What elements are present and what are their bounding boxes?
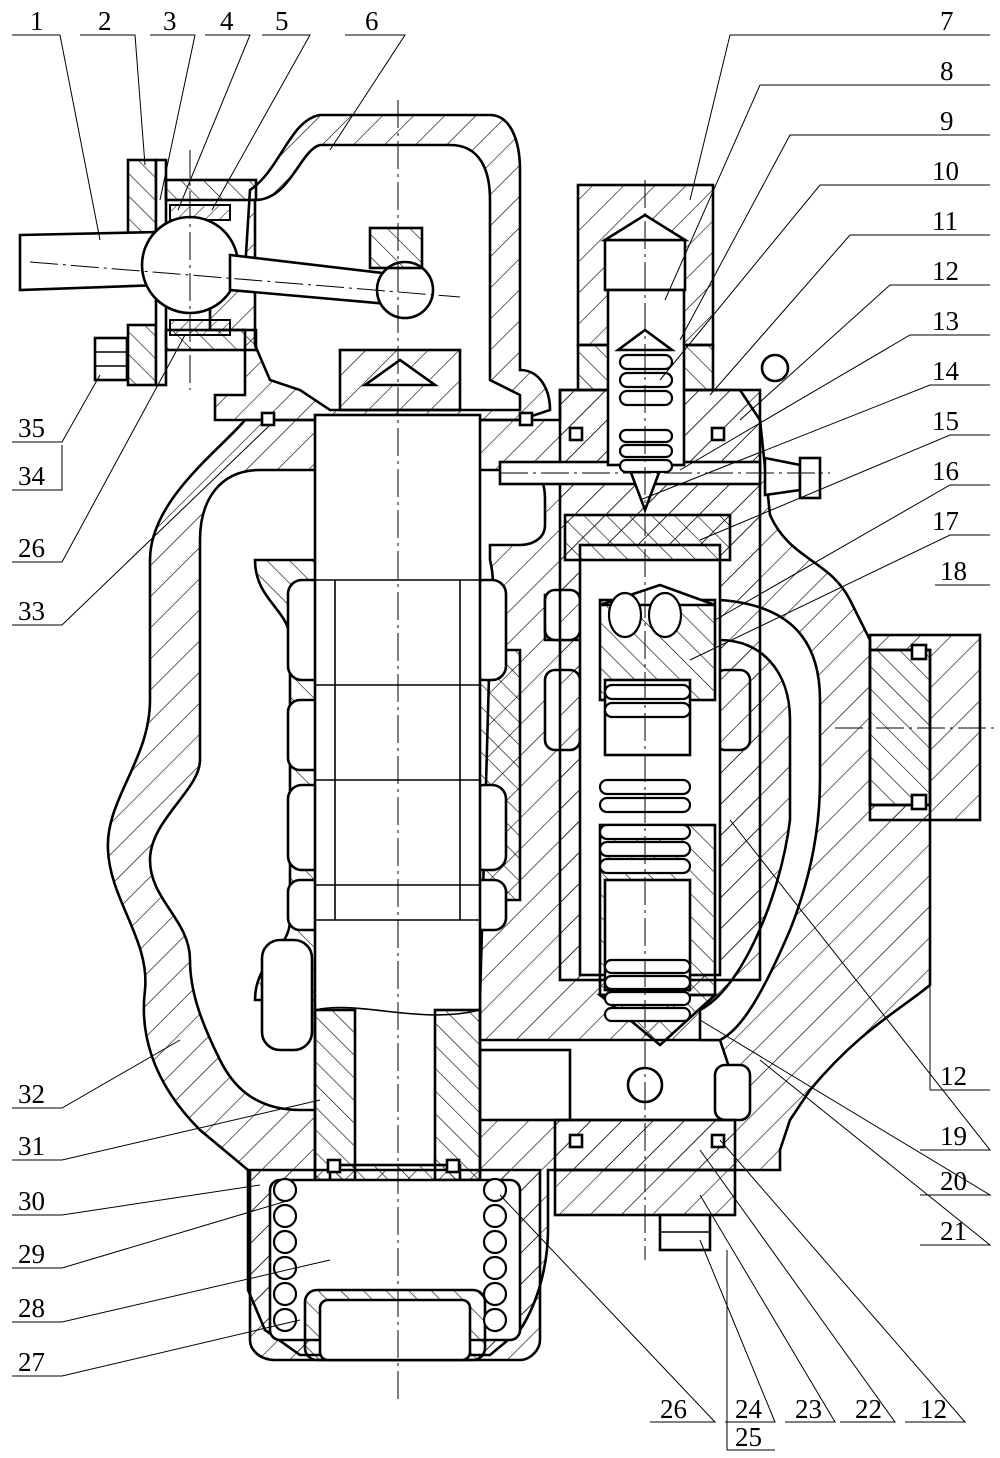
callout-34: 34 [18, 461, 46, 491]
callout-23: 23 [795, 1394, 822, 1424]
callout-16: 16 [932, 456, 959, 486]
callout-15: 15 [932, 406, 959, 436]
callout-27: 27 [18, 1347, 45, 1377]
lower-spring-coil [272, 1203, 298, 1229]
pilot-upper-spring-coil [618, 389, 674, 407]
callout-31: 31 [18, 1131, 45, 1161]
piston-lower-spring-coil [603, 990, 692, 1007]
lower-spring-coil [272, 1229, 298, 1255]
check-ball [647, 591, 683, 639]
pilot-upper-spring-coil [618, 443, 674, 459]
callout-9: 9 [940, 106, 954, 136]
callout-7: 7 [940, 6, 954, 36]
lower-spring-coil [272, 1255, 298, 1281]
lower-spring-coil [482, 1203, 508, 1229]
callout-21: 21 [940, 1216, 967, 1246]
callout-22: 22 [855, 1394, 882, 1424]
piston-lower-spring-coil [603, 1006, 692, 1023]
callout-26a: 26 [18, 533, 45, 563]
lower-spring-coil [482, 1229, 508, 1255]
pilot-upper-spring-coil [618, 428, 674, 444]
callout-18: 18 [940, 556, 967, 586]
callout-17: 17 [932, 506, 959, 536]
leader-lines [12, 34, 992, 1451]
piston-upper-spring-coil [603, 701, 692, 719]
callout-5: 5 [275, 6, 289, 36]
pilot-upper-spring-coil [618, 353, 674, 371]
lower-spring-coil [482, 1307, 508, 1333]
callout-26b: 26 [660, 1394, 687, 1424]
center-lines [29, 100, 995, 1400]
callout-30: 30 [18, 1186, 45, 1216]
callout-10: 10 [932, 156, 959, 186]
lower-spring-coil [272, 1281, 298, 1307]
o-rings [260, 411, 726, 1174]
lower-spring-coil [482, 1255, 508, 1281]
callout-2: 2 [98, 6, 112, 36]
lower-spring-coil [482, 1281, 508, 1307]
lower-spring-chamber [248, 1168, 542, 1362]
callout-12b: 12 [940, 1061, 967, 1091]
callout-20: 20 [940, 1166, 967, 1196]
lower-spring-coil [272, 1177, 298, 1203]
callout-14: 14 [932, 356, 960, 386]
callout-25: 25 [735, 1422, 762, 1452]
callout-13: 13 [932, 306, 959, 336]
callout-19: 19 [940, 1121, 967, 1151]
callout-4: 4 [220, 6, 234, 36]
callout-33: 33 [18, 596, 45, 626]
callout-12c: 12 [920, 1394, 947, 1424]
lower-spring-coil [272, 1307, 298, 1333]
callout-3: 3 [163, 6, 177, 36]
callout-12a: 12 [932, 256, 959, 286]
pilot-upper-spring-coil [618, 458, 674, 474]
piston-upper-spring-coil [603, 683, 692, 701]
piston-lower-spring-coil [603, 958, 692, 975]
spool-top-cap [338, 348, 462, 412]
check-ball [607, 591, 643, 639]
callout-8: 8 [940, 56, 954, 86]
callout-1: 1 [30, 6, 44, 36]
callout-6: 6 [365, 6, 379, 36]
callout-11: 11 [932, 206, 958, 236]
lever-handle [18, 215, 435, 320]
callout-28: 28 [18, 1293, 45, 1323]
callout-35: 35 [18, 413, 45, 443]
piston-lower-spring-coil [603, 974, 692, 991]
callout-32: 32 [18, 1079, 45, 1109]
pilot-upper-spring-coil [618, 371, 674, 389]
callout-labels: 1 2 3 4 5 6 7 8 9 10 11 12 13 14 15 16 1… [18, 6, 967, 1452]
callout-29: 29 [18, 1239, 45, 1269]
callout-24: 24 [735, 1394, 763, 1424]
